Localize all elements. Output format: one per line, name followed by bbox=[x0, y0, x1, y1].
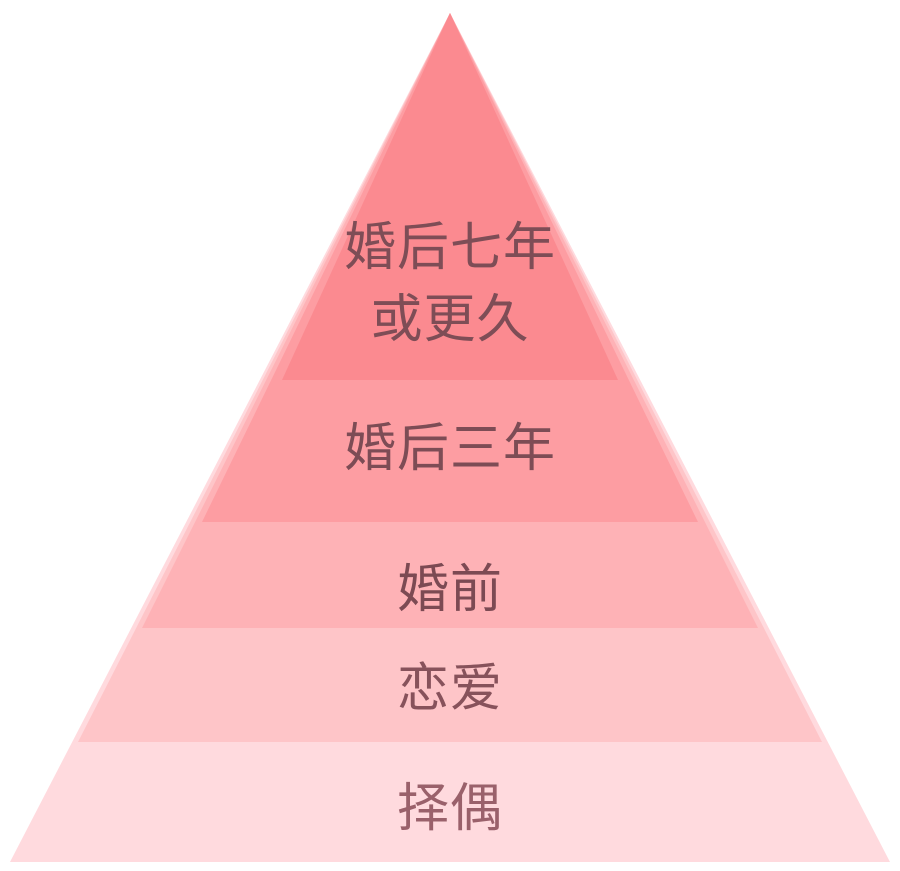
pyramid-diagram: 婚后七年 或更久 婚后三年 婚前 恋爱 择偶 bbox=[10, 13, 890, 862]
